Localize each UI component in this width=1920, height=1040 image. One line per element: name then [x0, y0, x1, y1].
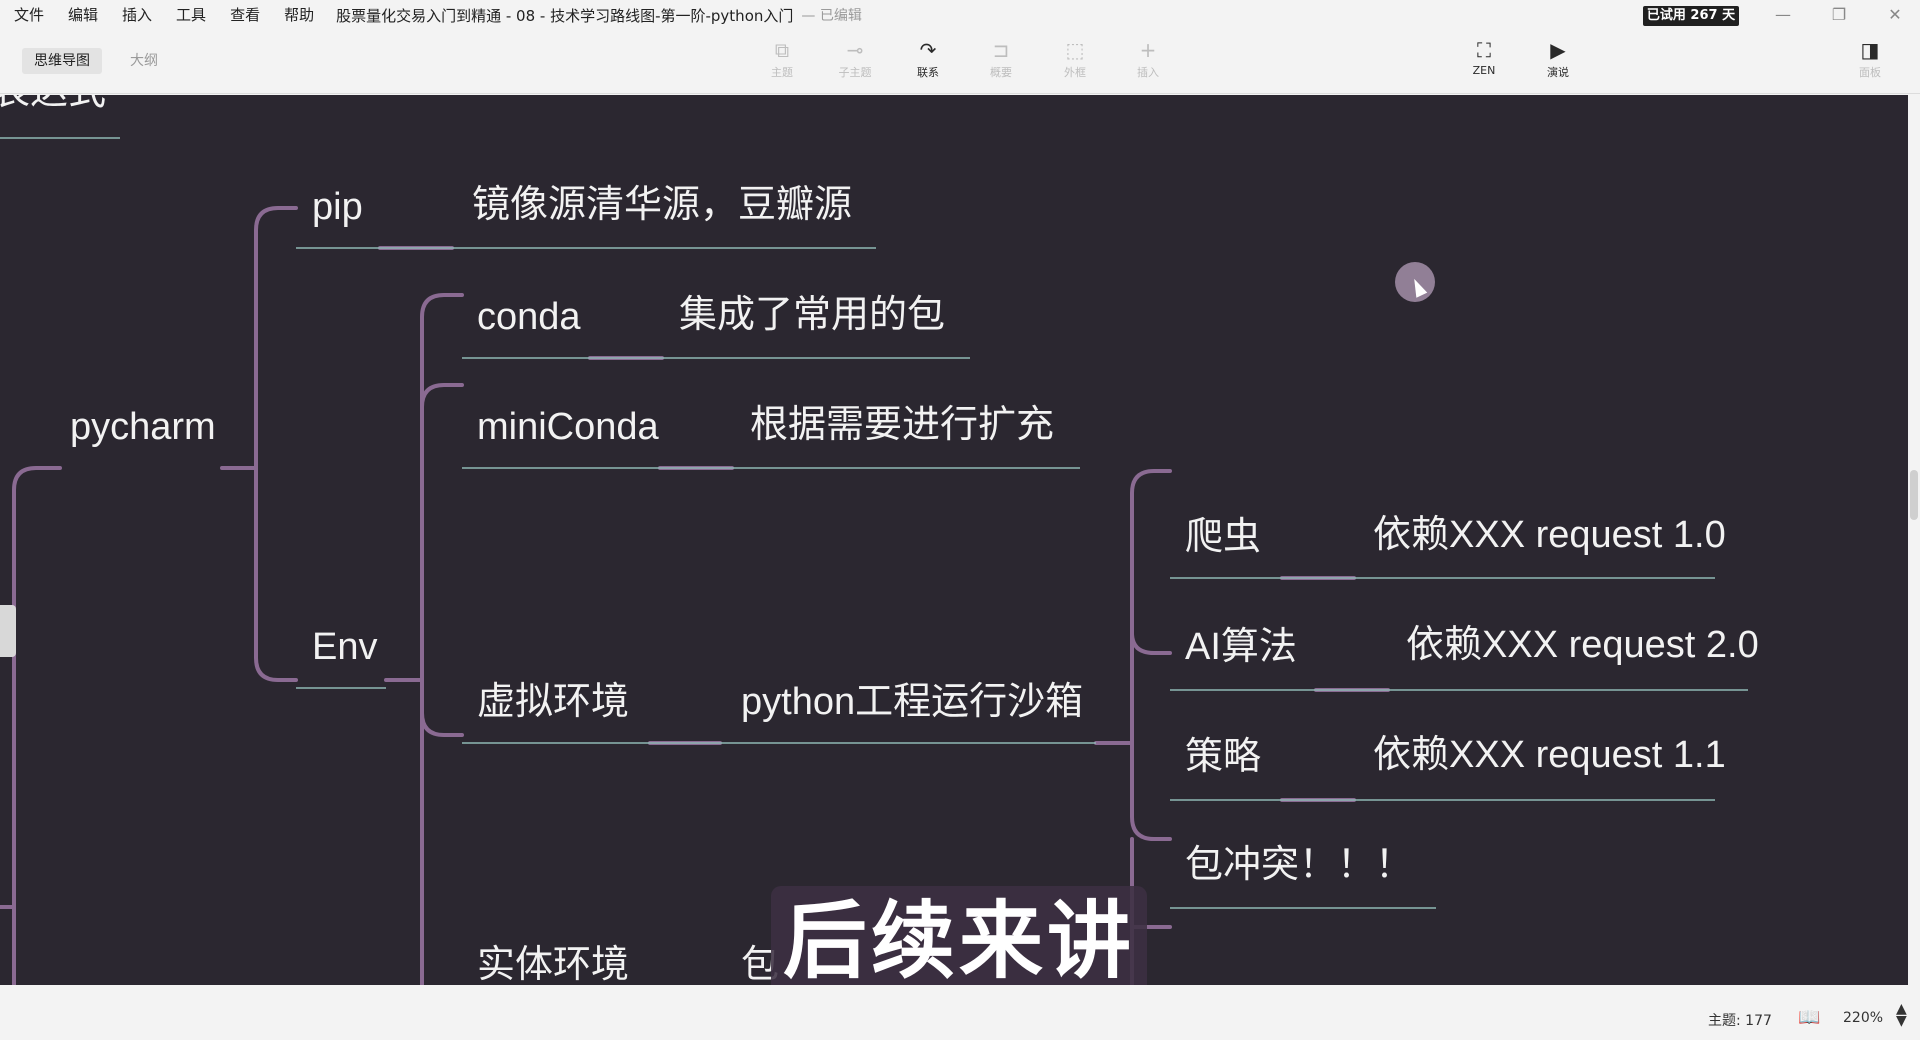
subtopic-icon: ⊸: [846, 38, 864, 62]
panel-label: 面板: [1859, 66, 1881, 79]
zen-mode-icon: ⛶: [1477, 38, 1491, 62]
subtopic-button[interactable]: ⊸ 子主题: [823, 38, 887, 88]
menu-tools[interactable]: 工具: [176, 6, 207, 24]
pitch-button[interactable]: ▶ 演说: [1526, 38, 1590, 88]
boundary-icon: ⬚: [1065, 38, 1085, 62]
summary-icon: ⊐: [992, 38, 1010, 62]
zen-button[interactable]: ⛶ ZEN: [1452, 38, 1516, 88]
menu-bar: 文件 编辑 插入 工具 查看 帮助 股票量化交易入门到精通 - 08 - 技术学…: [0, 0, 1920, 30]
zoom-stepper-icon[interactable]: ▲▼: [1896, 1001, 1907, 1029]
topic-crawler[interactable]: 爬虫: [1185, 516, 1262, 558]
topic-ai[interactable]: AI算法: [1185, 626, 1297, 668]
topic-conflict[interactable]: 包冲突！！！: [1185, 844, 1414, 886]
relationship-label: 联系: [917, 66, 939, 79]
topic-physical-env[interactable]: 实体环境: [477, 944, 630, 985]
tab-outline[interactable]: 大纲: [130, 53, 158, 69]
topic-count: 主题: 177: [1708, 1013, 1772, 1029]
pitch-mode-icon: ▶: [1550, 38, 1566, 62]
vertical-scroll-thumb[interactable]: [1910, 470, 1918, 520]
zen-label: ZEN: [1472, 64, 1496, 77]
summary-label: 概要: [990, 66, 1012, 79]
topic-strategy-note[interactable]: 依赖XXX request 1.1: [1373, 734, 1726, 776]
topic-pip[interactable]: pip: [312, 186, 363, 228]
relationship-icon: ↷: [919, 38, 937, 62]
trial-badge[interactable]: 已试用 267 天: [1643, 6, 1739, 26]
topic-icon: ⧉: [774, 38, 790, 62]
panel-button[interactable]: ◨ 面板: [1838, 38, 1902, 88]
pitch-label: 演说: [1547, 66, 1569, 79]
close-icon[interactable]: ✕: [1888, 5, 1902, 24]
topic-pycharm[interactable]: pycharm: [70, 406, 216, 448]
mindmap-canvas[interactable]: 表达式 pycharm pip 镜像源清华源，豆瓣源 Env conda 集成了…: [0, 95, 1908, 985]
boundary-button[interactable]: ⬚ 外框: [1043, 38, 1107, 88]
panel-icon: ◨: [1860, 38, 1880, 62]
insert-label: 插入: [1137, 66, 1159, 79]
topic-miniconda-note[interactable]: 根据需要进行扩充: [750, 404, 1055, 446]
topic-ai-note[interactable]: 依赖XXX request 2.0: [1406, 624, 1759, 666]
tab-mindmap[interactable]: 思维导图: [22, 48, 102, 74]
menu-edit[interactable]: 编辑: [68, 6, 99, 24]
topic-pip-note[interactable]: 镜像源清华源，豆瓣源: [472, 184, 853, 226]
vertical-scrollbar[interactable]: [1908, 95, 1920, 985]
insert-button[interactable]: + 插入: [1116, 38, 1180, 88]
menu-help[interactable]: 帮助: [284, 6, 315, 24]
boundary-label: 外框: [1064, 66, 1086, 79]
document-status: — 已编辑: [801, 8, 862, 24]
topic-virtual-env[interactable]: 虚拟环境: [477, 681, 630, 723]
menu-view[interactable]: 查看: [230, 6, 261, 24]
cursor-highlight: [1395, 262, 1435, 302]
toolbar: 思维导图 大纲 ⧉ 主题 ⊸ 子主题 ↷ 联系 ⊐ 概要 ⬚ 外框 + 插入 ⛶…: [0, 30, 1920, 94]
menu-file[interactable]: 文件: [14, 6, 45, 24]
menu-insert[interactable]: 插入: [122, 6, 153, 24]
status-bar: 主题: 177 📖 220% ▲▼: [0, 985, 1920, 1040]
zoom-level[interactable]: 220%: [1843, 1010, 1884, 1026]
summary-button[interactable]: ⊐ 概要: [969, 38, 1033, 88]
book-icon[interactable]: 📖: [1798, 1007, 1821, 1028]
video-subtitle: 后续来讲: [771, 886, 1147, 996]
topic-strategy[interactable]: 策略: [1185, 736, 1262, 778]
topic-virtual-env-note[interactable]: python工程运行沙箱: [741, 681, 1084, 723]
horizontal-scrollbar[interactable]: [10, 991, 1900, 999]
insert-icon: +: [1139, 38, 1157, 62]
topic-fragment-top[interactable]: 表达式: [0, 95, 106, 114]
subtopic-label: 子主题: [838, 66, 872, 79]
topic-env[interactable]: Env: [312, 626, 378, 668]
restore-icon[interactable]: ❐: [1831, 5, 1847, 24]
topic-button[interactable]: ⧉ 主题: [750, 38, 814, 88]
minimize-icon[interactable]: —: [1775, 5, 1791, 24]
sidebar-toggle[interactable]: [0, 605, 16, 657]
topic-crawler-note[interactable]: 依赖XXX request 1.0: [1373, 514, 1726, 556]
topic-conda-note[interactable]: 集成了常用的包: [679, 294, 946, 336]
topic-miniconda[interactable]: miniConda: [477, 406, 659, 448]
relationship-button[interactable]: ↷ 联系: [896, 38, 960, 88]
topic-conda[interactable]: conda: [477, 296, 581, 338]
connector-lines: [0, 137, 1748, 985]
document-title: 股票量化交易入门到精通 - 08 - 技术学习路线图-第一阶-python入门: [336, 6, 794, 25]
topic-label: 主题: [771, 66, 793, 79]
